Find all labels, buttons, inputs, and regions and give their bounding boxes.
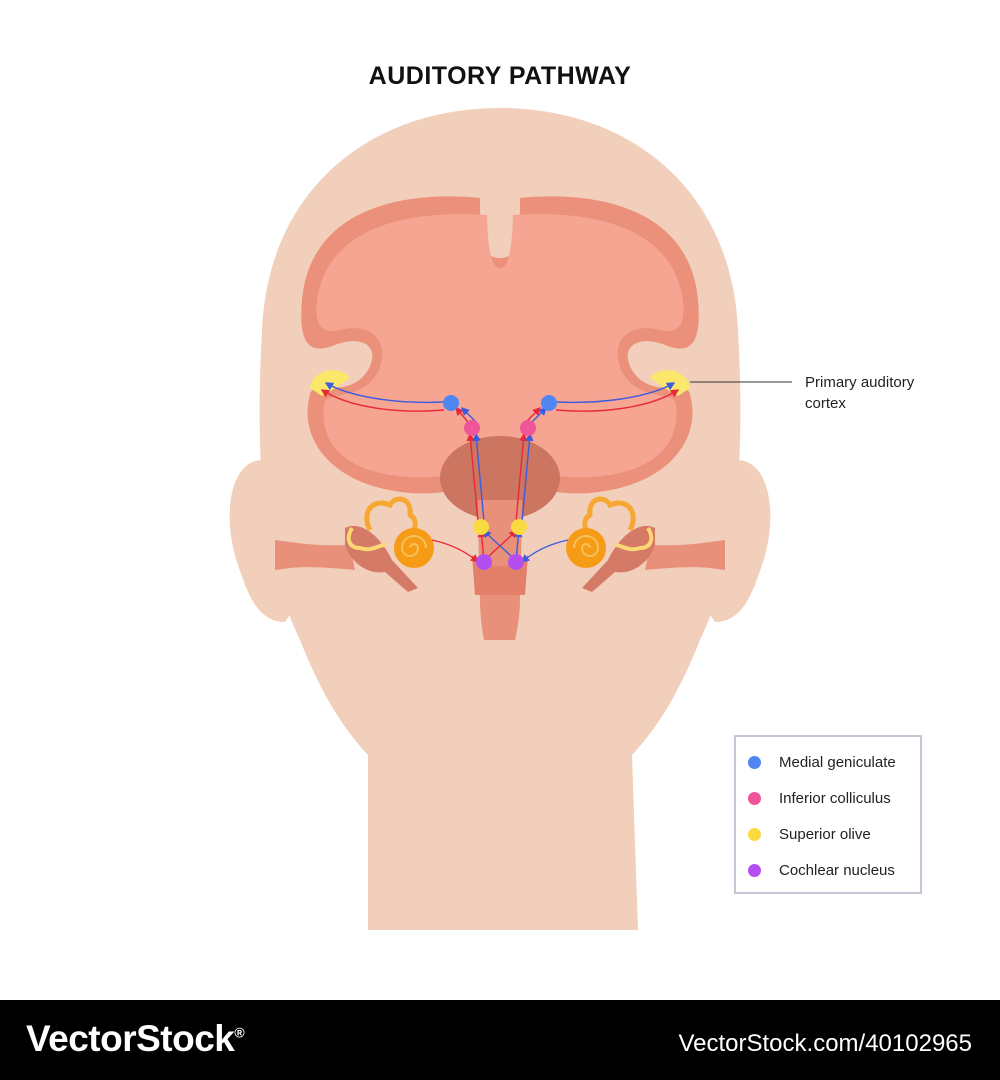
- left-cochlea: [394, 528, 434, 568]
- right-ear-canal: [645, 540, 725, 570]
- pathway-lic-to-lmg-blue: [461, 407, 477, 423]
- image-id-link[interactable]: VectorStock.com/40102965: [678, 1030, 972, 1057]
- legend-item-superior-olive: Superior olive: [748, 824, 871, 844]
- thalamus: [440, 436, 560, 520]
- pathway-right-ear-to-cn: [520, 539, 569, 563]
- pathway-ric-to-rmg-red: [525, 407, 541, 423]
- legend-item-inferior-colliculus: Inferior colliculus: [748, 788, 891, 808]
- vectorstock-logo[interactable]: VectorStock®: [26, 1018, 245, 1060]
- legend-label: Inferior colliculus: [779, 789, 891, 807]
- brand-text: VectorStock: [26, 1018, 235, 1059]
- pathway-lmg-to-lac-blue: [324, 382, 445, 404]
- right-cochlea-spiral: [573, 535, 600, 557]
- pathway-rso-to-ric-blue: [521, 432, 534, 523]
- left-cochlea-spiral: [400, 535, 427, 557]
- right-ossicles: [614, 526, 654, 552]
- legend-dot-inferior-colliculus: [748, 791, 761, 805]
- left-middle-ear: [345, 525, 418, 592]
- auditory-pathways: [320, 382, 680, 563]
- diagram-title: AUDITORY PATHWAY: [368, 62, 632, 90]
- left-superior-olive: [473, 519, 489, 535]
- pathway-ric-to-rmg-blue: [531, 407, 547, 423]
- legend: Medial geniculate Inferior colliculus Su…: [734, 735, 922, 894]
- pathway-lmg-to-lac-red: [320, 389, 445, 412]
- right-inferior-colliculus: [520, 420, 536, 436]
- pathway-rmg-to-rac-blue: [555, 382, 676, 404]
- right-ear-anatomy: [566, 496, 725, 592]
- left-cochlear-nucleus: [476, 554, 492, 570]
- pathway-left-ear-to-cn: [431, 539, 480, 563]
- footer-bar: VectorStock® VectorStock.com/40102965: [0, 1000, 1000, 1080]
- right-medial-geniculate: [541, 395, 557, 411]
- legend-dot-cochlear-nucleus: [748, 863, 761, 877]
- auditory-pathway-diagram: [229, 108, 792, 930]
- left-ossicles: [346, 526, 386, 552]
- left-medial-geniculate: [443, 395, 459, 411]
- legend-dot-superior-olive: [748, 827, 761, 841]
- right-middle-ear: [582, 525, 655, 592]
- left-ear-anatomy: [275, 496, 434, 592]
- legend-item-medial-geniculate: Medial geniculate: [748, 752, 896, 772]
- legend-label: Medial geniculate: [779, 753, 896, 771]
- nuclei: [443, 395, 557, 570]
- legend-label: Cochlear nucleus: [779, 861, 895, 879]
- callout-line-1: Primary auditory: [805, 374, 915, 391]
- right-cochlea: [566, 528, 606, 568]
- right-cochlear-nucleus: [508, 554, 524, 570]
- right-superior-olive: [511, 519, 527, 535]
- left-inferior-colliculus: [464, 420, 480, 436]
- legend-label: Superior olive: [779, 825, 871, 843]
- primary-auditory-cortex-label: Primary auditory cortex: [805, 372, 945, 414]
- left-ear-canal: [275, 540, 355, 570]
- pathway-lso-to-lic-red: [466, 432, 479, 523]
- pathway-rmg-to-rac-red: [555, 389, 680, 412]
- callout-line-2: cortex: [805, 395, 846, 412]
- legend-item-cochlear-nucleus: Cochlear nucleus: [748, 860, 895, 880]
- pathway-lso-to-lic-blue: [472, 432, 485, 523]
- registered-mark: ®: [234, 1024, 245, 1041]
- legend-dot-medial-geniculate: [748, 755, 761, 769]
- pathway-rso-to-ric-red: [515, 432, 528, 523]
